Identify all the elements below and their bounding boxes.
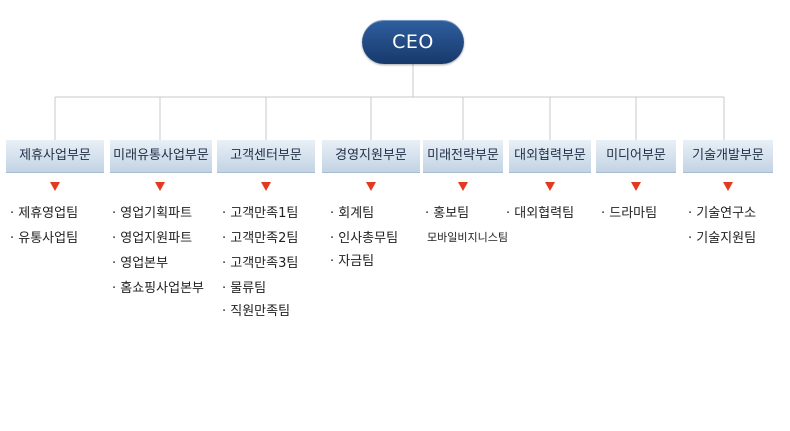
- down-arrow-icon: [261, 182, 271, 191]
- team-label: 영업본부: [120, 256, 169, 271]
- team-label: 물류팀: [230, 281, 267, 296]
- team-item: · 고객만족3팀: [222, 256, 299, 271]
- down-arrow-icon: [458, 182, 468, 191]
- team-label: 직원만족팀: [230, 304, 291, 319]
- ceo-node: CEO: [362, 20, 464, 64]
- down-arrow-icon: [723, 182, 733, 191]
- team-label: 홍보팀: [433, 206, 470, 221]
- team-item: · 제휴영업팀: [10, 206, 79, 221]
- team-item: · 회계팀: [330, 206, 375, 221]
- team-item: · 기술연구소: [688, 206, 757, 221]
- down-arrow-icon: [366, 182, 376, 191]
- team-item: · 인사총무팀: [330, 231, 399, 246]
- team-item: · 영업지원파트: [112, 231, 193, 246]
- team-label: 영업지원파트: [120, 231, 193, 246]
- team-item: · 직원만족팀: [222, 304, 291, 319]
- team-item: · 유통사업팀: [10, 231, 79, 246]
- team-label: 고객만족2팀: [230, 231, 299, 246]
- team-item: · 대외협력팀: [506, 206, 575, 221]
- dept-box-external-cooperation: 대외협력부문: [509, 140, 591, 173]
- down-arrow-icon: [50, 182, 60, 191]
- dept-box-future-distribution: 미래유통사업부문: [110, 140, 212, 173]
- team-label: 대외협력팀: [514, 206, 575, 221]
- team-item: · 고객만족1팀: [222, 206, 299, 221]
- dept-box-tech-development: 기술개발부문: [683, 140, 773, 173]
- team-label: 드라마팀: [609, 206, 658, 221]
- team-item: · 기술지원팀: [688, 231, 757, 246]
- dept-box-partnership: 제휴사업부문: [6, 140, 104, 173]
- team-label: 홈쇼핑사업본부: [120, 281, 204, 296]
- dept-box-customer-center: 고객센터부문: [217, 140, 315, 173]
- down-arrow-icon: [155, 182, 165, 191]
- team-item: · 영업기획파트: [112, 206, 193, 221]
- down-arrow-icon: [545, 182, 555, 191]
- team-label: 자금팀: [338, 254, 375, 269]
- team-item: · 자금팀: [330, 254, 375, 269]
- team-label: 유통사업팀: [18, 231, 79, 246]
- team-item: · 드라마팀: [601, 206, 658, 221]
- team-item: · 홈쇼핑사업본부: [112, 281, 204, 296]
- team-item: 모바일비지니스팀: [427, 229, 508, 245]
- team-label: 인사총무팀: [338, 231, 399, 246]
- down-arrow-icon: [631, 182, 641, 191]
- team-label: 회계팀: [338, 206, 375, 221]
- team-label: 고객만족1팀: [230, 206, 299, 221]
- team-label: 고객만족3팀: [230, 256, 299, 271]
- team-label: 영업기획파트: [120, 206, 193, 221]
- team-item: · 물류팀: [222, 281, 267, 296]
- team-label: 제휴영업팀: [18, 206, 79, 221]
- team-item: · 홍보팀: [425, 206, 470, 221]
- team-label: 모바일비지니스팀: [427, 231, 508, 244]
- dept-box-management-support: 경영지원부문: [322, 140, 420, 173]
- dept-box-media: 미디어부문: [596, 140, 676, 173]
- team-item: · 영업본부: [112, 256, 169, 271]
- team-item: · 고객만족2팀: [222, 231, 299, 246]
- dept-box-future-strategy: 미래전략부문: [423, 140, 503, 173]
- team-label: 기술지원팀: [696, 231, 757, 246]
- team-label: 기술연구소: [696, 206, 757, 221]
